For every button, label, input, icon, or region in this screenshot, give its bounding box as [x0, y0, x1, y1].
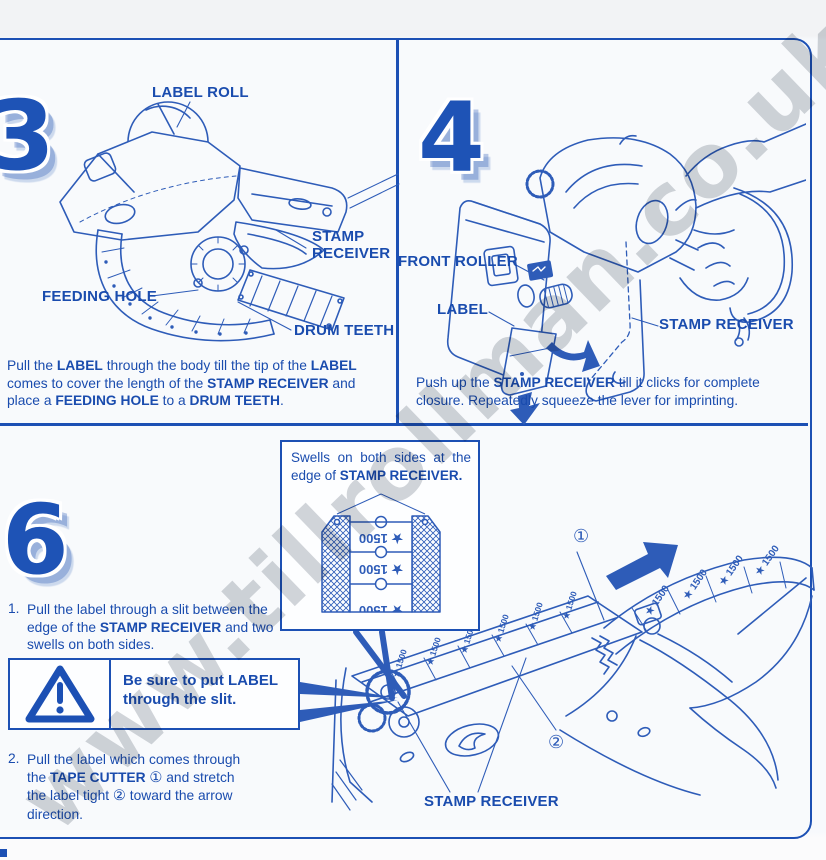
circled-1-marker: ①: [573, 526, 589, 546]
feeding-hole-label: FEEDING HOLE: [42, 288, 157, 305]
front-roller-label: FRONT ROLLER: [398, 253, 518, 270]
text-segment: Pull the label through a slit between th…: [27, 602, 268, 635]
front-tip-part: [331, 667, 415, 811]
text-segment: FEEDING HOLE: [55, 393, 159, 409]
stamp-receiver-bar-part: [351, 595, 643, 717]
push-up-arrow-icon: [546, 340, 600, 372]
text-segment: through the body till the tip of the: [102, 358, 311, 373]
swells-callout-box: Swells on both sides at the edge of STAM…: [280, 440, 480, 631]
label-label: LABEL: [437, 301, 488, 318]
text-segment: STAMP RECEIVER: [493, 375, 615, 390]
label-strip-up-part: [603, 556, 815, 655]
upside-down-label-values: ★ 1500 ★ 1500 ★ 1500: [359, 531, 403, 618]
label-strip-part: [95, 229, 275, 342]
label-exit-part: [500, 327, 600, 425]
text-segment: and stretch the label tight: [27, 769, 235, 804]
warning-icon-cell: [10, 660, 111, 728]
text-segment: STAMP RECEIVER: [207, 375, 329, 391]
svg-text:★ 1500: ★ 1500: [359, 562, 403, 577]
svg-text:★ 1500: ★ 1500: [359, 531, 403, 546]
labeler-side-illustration: [59, 101, 400, 342]
front-roller-part: [539, 283, 573, 309]
drum-part: [190, 236, 249, 292]
text-segment: LABEL: [310, 358, 357, 373]
labeler-in-hand-illustration: [446, 123, 806, 425]
corner-mark: [0, 849, 7, 857]
right-swell: [411, 515, 441, 613]
warning-triangle-icon: [25, 665, 94, 723]
lever-part: [233, 221, 325, 270]
text-segment: .: [279, 393, 284, 409]
leader-lines: [488, 263, 659, 327]
stamp-receiver-label-line2: RECEIVER: [312, 244, 391, 262]
text-segment: STAMP RECEIVER.: [339, 467, 463, 483]
step-number-3: 3: [0, 80, 55, 192]
step6-instruction-1: Pull the label through a slit between th…: [27, 601, 279, 654]
text-segment: and place a: [7, 375, 356, 409]
machine-body-part: [559, 577, 813, 796]
slit-connector-lines: [353, 629, 407, 701]
text-segment: Push up the: [416, 375, 494, 390]
down-arrow-icon: [510, 392, 540, 425]
direction-arrow-icon: [606, 542, 678, 590]
svg-text:★ 1500: ★ 1500: [717, 553, 746, 588]
text-segment: STAMP RECEIVER: [99, 619, 222, 635]
text-segment: Pull the label which comes through the: [27, 752, 241, 785]
warning-text: Be sure to put LABEL through the slit.: [111, 660, 298, 728]
step4-instructions: Push up the STAMP RECEIVER till it click…: [416, 374, 768, 409]
stamp-receiver-dashed-part: [585, 241, 645, 402]
step-number-4: 4: [418, 82, 485, 194]
section-divider-vertical: [396, 40, 399, 424]
strap-part: [729, 187, 793, 347]
step3-instructions: Pull the LABEL through the body till the…: [7, 357, 387, 410]
stamp-receiver-part: [237, 269, 345, 331]
warning-pointer-wedges: [300, 682, 398, 722]
circled-2-marker: ②: [548, 732, 564, 752]
feed-roller-part: [357, 669, 420, 738]
text-segment: toward the arrow direction.: [27, 788, 233, 822]
text-segment: Pull the: [7, 358, 57, 373]
handle-part: [237, 167, 400, 233]
svg-text:★ 1500: ★ 1500: [643, 583, 672, 618]
svg-text:★ 1500: ★ 1500: [681, 567, 710, 602]
text-segment: till it clicks for complete closure. Rep…: [416, 375, 760, 408]
labeler-body-part: [59, 131, 241, 241]
swells-callout-text: Swells on both sides at the edge of STAM…: [291, 449, 471, 484]
svg-text:★ 1500: ★ 1500: [359, 603, 403, 618]
stamp-receiver-label-s4: STAMP RECEIVER: [659, 316, 794, 333]
text-segment: Be sure to put LABEL through the slit.: [123, 672, 278, 708]
text-segment: TAPE CUTTER: [50, 769, 146, 785]
step6-instruction-2: Pull the label which comes through the T…: [27, 751, 255, 823]
hand-part: [669, 123, 806, 301]
stamp-receiver-label-s6: STAMP RECEIVER: [424, 793, 559, 810]
text-segment: DRUM TEETH: [189, 393, 280, 409]
stamp-receiver-label-s3: STAMP RECEIVER: [312, 228, 391, 262]
text-segment: ②: [112, 788, 126, 805]
top-cover-part: [539, 134, 697, 273]
text-segment: and two swells on both sides.: [27, 619, 274, 653]
label-roll-label: LABEL ROLL: [152, 84, 249, 101]
step-number-6: 6: [2, 484, 69, 596]
item1-number: 1.: [8, 601, 20, 616]
item2-number: 2.: [8, 751, 20, 766]
logo-oval-part: [444, 723, 500, 757]
text-segment: ①: [149, 769, 163, 786]
stamp-receiver-label-line1: STAMP: [312, 228, 365, 245]
leader-lines: [151, 101, 307, 331]
text-segment: comes to cover the length of the: [7, 375, 208, 391]
stamp-receiver-open-illustration: ① ② ★ 1500 ★ 1500 ★ 1500 ★ 1500 ★ 1500 ★…: [300, 526, 815, 811]
text-segment: to a: [158, 393, 190, 409]
svg-text:★ 1500: ★ 1500: [753, 543, 782, 578]
section-divider-horizontal: [0, 423, 808, 426]
warning-box: Be sure to put LABEL through the slit.: [8, 658, 300, 730]
text-segment: LABEL: [56, 358, 103, 373]
text-segment: Swells on both sides at the edge of: [291, 450, 471, 483]
leader-lines: [397, 551, 605, 793]
swells-inset-illustration: ★ 1500 ★ 1500 ★ 1500: [321, 493, 441, 618]
left-swell: [321, 515, 351, 613]
drum-teeth-label: DRUM TEETH: [294, 322, 395, 339]
